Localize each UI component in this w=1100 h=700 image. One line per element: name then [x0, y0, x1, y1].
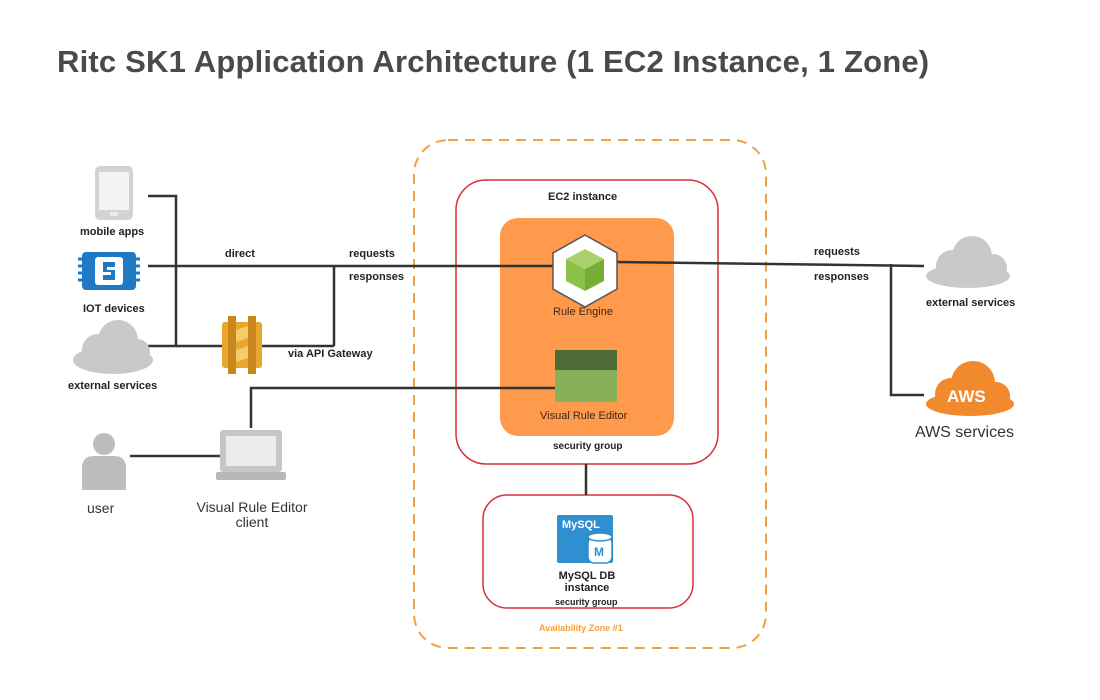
- visual-rule-editor-icon: [555, 350, 617, 402]
- laptop-icon: [216, 430, 286, 480]
- connector-lines: [130, 194, 925, 495]
- right-cloud-icon: [926, 236, 1010, 288]
- mysql-icon: [557, 515, 613, 564]
- visual-rule-editor-label: Visual Rule Editor: [540, 410, 628, 422]
- db-security-group-label: security group: [555, 597, 618, 607]
- aws-badge: AWS: [947, 387, 986, 406]
- rule-engine-label: Rule Engine: [553, 306, 613, 318]
- right-requests-label: requests: [814, 246, 860, 258]
- user-icon: [82, 433, 126, 490]
- aws-services-label: AWS services: [915, 424, 1014, 441]
- diagram-title: Ritc SK1 Application Architecture (1 EC2…: [57, 44, 930, 79]
- direct-label: direct: [225, 248, 255, 260]
- user-label: user: [87, 500, 115, 516]
- left-responses-label: responses: [349, 271, 405, 283]
- mobile-phone-icon: [95, 166, 133, 220]
- left-external-services-label: external services: [68, 380, 158, 392]
- iot-chip-icon: [78, 252, 140, 290]
- aws-cloud-icon: [926, 361, 1014, 416]
- ec2-security-group-label: security group: [553, 441, 623, 452]
- ec2-orange-panel: [500, 218, 674, 436]
- mysql-badge: MySQL: [562, 519, 600, 531]
- api-gateway-label: via API Gateway: [288, 348, 373, 360]
- mysql-db-label: MySQL DB instance: [558, 570, 616, 594]
- iot-devices-label: IOT devices: [83, 303, 145, 315]
- left-cloud-icon: [73, 320, 153, 374]
- rule-engine-icon: [552, 234, 618, 308]
- right-external-services-label: external services: [926, 297, 1016, 309]
- client-label: Visual Rule Editor client: [196, 499, 308, 530]
- ec2-instance-label: EC2 instance: [548, 191, 618, 203]
- mobile-apps-label: mobile apps: [80, 226, 145, 238]
- availability-zone-box: [413, 139, 767, 649]
- db-instance-box: [482, 494, 694, 609]
- api-gateway-icon: [222, 316, 262, 374]
- availability-zone-label: Availability Zone #1: [539, 623, 623, 633]
- mysql-m-label: M: [594, 545, 604, 559]
- left-requests-label: requests: [349, 248, 395, 260]
- right-responses-label: responses: [814, 271, 870, 283]
